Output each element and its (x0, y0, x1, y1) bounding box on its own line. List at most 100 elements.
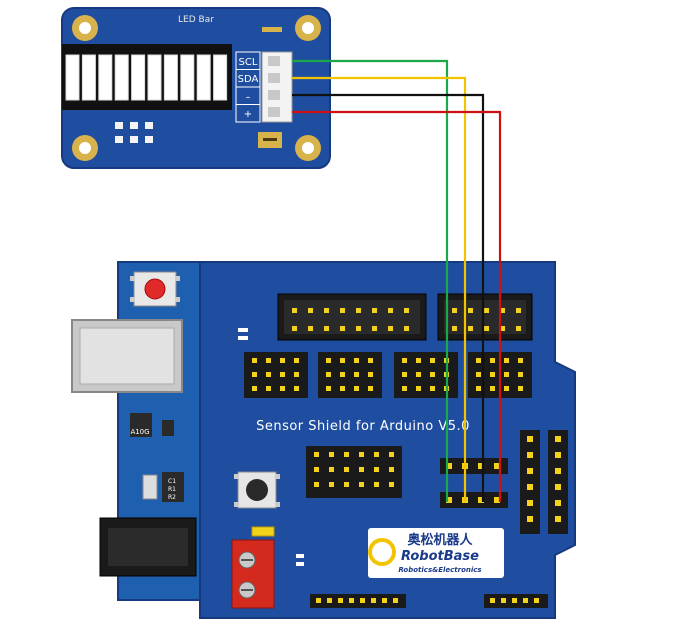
header-pin (359, 452, 364, 457)
header-pins (292, 308, 521, 331)
led-segment (196, 54, 211, 101)
header-pin (416, 386, 421, 391)
header-pin (490, 598, 495, 603)
header-pin (490, 372, 495, 377)
header-pin (468, 326, 473, 331)
header-pin (402, 372, 407, 377)
tiny-label-r2: R2 (168, 494, 176, 501)
header-pin (518, 372, 523, 377)
header-pins (314, 452, 394, 487)
i2c-header-lower (440, 492, 508, 508)
sensor-shield: Sensor Shield for Arduino V5.0 (199, 261, 576, 619)
header-pin (504, 386, 509, 391)
header-pin (368, 358, 373, 363)
header-pin (555, 468, 561, 474)
shield-title: Sensor Shield for Arduino V5.0 (256, 419, 470, 434)
mounting-hole (72, 135, 98, 161)
header-pin (516, 326, 521, 331)
header-pin (329, 452, 334, 457)
header-pin (504, 358, 509, 363)
header-pin (518, 358, 523, 363)
header-pin (354, 358, 359, 363)
header-pin (252, 358, 257, 363)
header-pin (368, 372, 373, 377)
header-pin (280, 358, 285, 363)
header-pin (368, 386, 373, 391)
header-pin (374, 467, 379, 472)
led-segment (163, 54, 178, 101)
header-pin (388, 308, 393, 313)
header-pin (527, 468, 533, 474)
led-segment (98, 54, 113, 101)
header-pin (314, 467, 319, 472)
header-pin (527, 452, 533, 458)
header-pin (266, 386, 271, 391)
header-pin (500, 326, 505, 331)
header-pin (371, 598, 376, 603)
header-pin (404, 308, 409, 313)
header-pin (452, 326, 457, 331)
tiny-label-r1: R1 (168, 486, 176, 493)
header-pin (327, 598, 332, 603)
header-pin (452, 308, 457, 313)
header-pin (324, 308, 329, 313)
led-segments (65, 54, 228, 101)
header-pin (280, 386, 285, 391)
header-pins (316, 598, 539, 603)
led-segment (131, 54, 146, 101)
header-pin (359, 467, 364, 472)
pin-label-scl: SCL (239, 57, 258, 68)
led-module-title: LED Bar (178, 15, 214, 25)
header-pin (494, 463, 500, 469)
pin-label-vcc: + (244, 109, 252, 120)
header-pin (356, 326, 361, 331)
header-pin (404, 326, 409, 331)
header-pin (340, 308, 345, 313)
header-pin (389, 467, 394, 472)
header-pin (555, 452, 561, 458)
header-pin (468, 308, 473, 313)
header-pin (555, 500, 561, 506)
header-pin (534, 598, 539, 603)
header-pin (252, 386, 257, 391)
header-pin (527, 516, 533, 522)
header-pin (356, 308, 361, 313)
capacitor (142, 474, 158, 500)
header-pin (359, 482, 364, 487)
mounting-hole (295, 135, 321, 161)
header-pin (292, 308, 297, 313)
led-segment (81, 54, 96, 101)
header-pin (389, 482, 394, 487)
header-pin (446, 497, 452, 503)
header-pin (266, 372, 271, 377)
logo-cn-text: 奥松机器人 (407, 532, 473, 548)
header-pin (523, 598, 528, 603)
header-pin (512, 598, 517, 603)
header-pin (326, 372, 331, 377)
header-pin (338, 598, 343, 603)
header-pin (324, 326, 329, 331)
header-pin (280, 372, 285, 377)
header-pin (430, 372, 435, 377)
wire-sda (292, 76, 467, 502)
mounting-hole (72, 15, 98, 41)
header-pin (344, 482, 349, 487)
header-pin (294, 372, 299, 377)
pin-label-gnd: – (246, 92, 251, 103)
header-pin (314, 452, 319, 457)
header-pin (516, 308, 521, 313)
tiny-label-c1: C1 (168, 478, 176, 485)
header-pin (402, 358, 407, 363)
header-pin (476, 358, 481, 363)
silk-mark (238, 336, 248, 340)
header-pin (555, 516, 561, 522)
header-pin (314, 482, 319, 487)
header-pin (478, 497, 484, 503)
header-pin (294, 386, 299, 391)
header-pin (308, 326, 313, 331)
right-header-yellow (548, 430, 568, 534)
header-pin (354, 372, 359, 377)
header-pin (476, 386, 481, 391)
header-pin (527, 436, 533, 442)
led-segment (147, 54, 162, 101)
